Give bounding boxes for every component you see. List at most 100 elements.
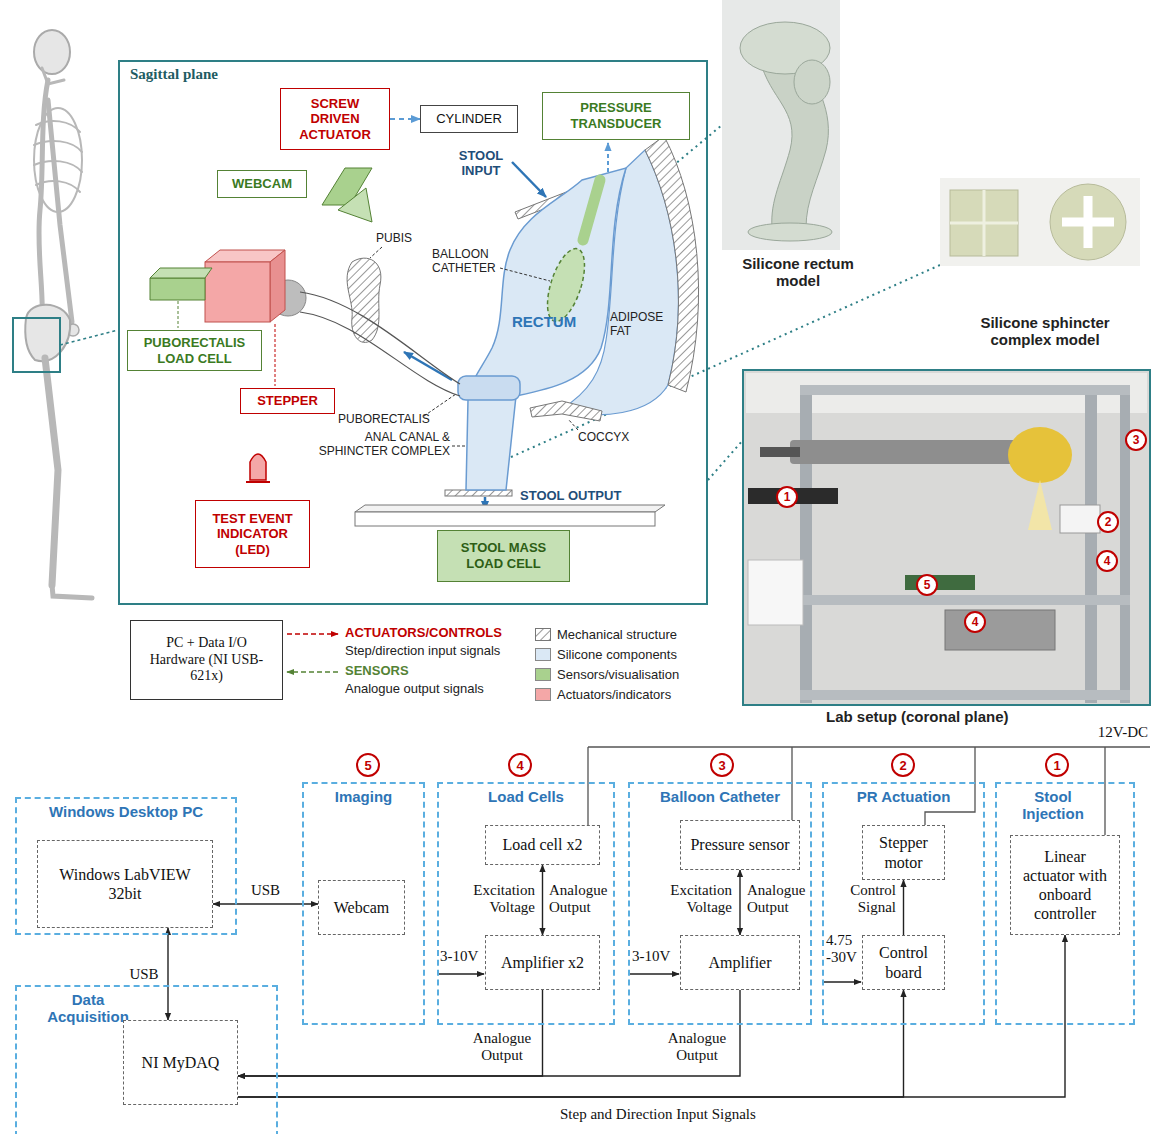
component-box: Linear actuator with onboard controller <box>1010 835 1120 935</box>
signal-label: 3-10V <box>632 948 670 965</box>
callout-circle <box>965 612 985 632</box>
signal-connector <box>238 935 1065 1097</box>
sensor-box: WEBCAM <box>217 170 307 198</box>
supply-arrow <box>630 973 679 974</box>
subsystem-group: Stool InjectionLinear actuator with onbo… <box>995 782 1135 1025</box>
callout-circle <box>892 754 914 776</box>
rectum-model-photo <box>722 0 840 250</box>
group-title: Stool Injection <box>1009 784 1097 822</box>
signal-label: Excitation Voltage <box>440 882 535 916</box>
lab-photo <box>743 370 1150 705</box>
sensor-box: STOOL MASS LOAD CELL <box>437 530 570 582</box>
component-box: NI MyDAQ <box>123 1020 238 1105</box>
box-label: TEST EVENT INDICATOR (LED) <box>208 511 297 558</box>
leader-line <box>424 394 456 416</box>
box-label: Pressure sensor <box>690 835 789 854</box>
box-label: Windows LabVIEW 32bit <box>44 865 206 903</box>
led-icon <box>250 454 266 480</box>
signal-label: Excitation Voltage <box>632 882 732 916</box>
anatomy-label: COCCYX <box>578 430 629 444</box>
rectum <box>458 376 520 400</box>
box-label: CYLINDER <box>436 111 502 127</box>
subsystem-group: Data AcquisitionNI MyDAQ <box>15 985 278 1134</box>
led-icon <box>246 454 270 482</box>
callout-number: 1 <box>784 490 791 504</box>
lab-photo <box>790 440 1040 464</box>
sphincter-model-photo <box>950 190 1018 256</box>
mechanical-wall <box>530 401 602 421</box>
zoom-box <box>13 318 60 372</box>
mechanical-wall <box>445 490 512 496</box>
legend-swatch <box>535 668 551 681</box>
webcam-icon <box>338 188 372 222</box>
component-box: Amplifier <box>680 935 800 990</box>
edge-label: USB <box>129 966 158 983</box>
lab-photo <box>905 575 975 590</box>
group-title: PR Actuation <box>824 784 983 805</box>
photo-caption: Lab setup (coronal plane) <box>826 708 1009 725</box>
rectum-model-photo <box>722 0 840 250</box>
balloon-catheter <box>607 143 609 172</box>
legend-text: Silicone components <box>557 647 677 662</box>
anatomy-label: BALLOON CATHETER <box>432 247 512 275</box>
signal-arrow <box>287 671 338 673</box>
flow-arrow <box>404 352 452 380</box>
leader-line <box>500 268 550 281</box>
mechanical-wall <box>347 258 381 342</box>
lab-photo <box>1008 427 1072 483</box>
callout-circle <box>1098 512 1118 532</box>
flow-label: STOOL OUTPUT <box>520 488 621 503</box>
actuator-box: SCREW DRIVEN ACTUATOR <box>280 88 390 150</box>
lab-photo <box>945 610 1055 650</box>
callout-circle <box>777 487 797 507</box>
signal-note: Analogue output signals <box>345 681 484 696</box>
sphincter-model-photo <box>950 190 1018 256</box>
box-label: Amplifier x2 <box>501 953 584 972</box>
group-title: Balloon Catheter <box>630 784 810 805</box>
stepper-assembly <box>300 292 460 396</box>
signal-label: Analogue Output <box>468 1030 536 1064</box>
skeleton <box>25 30 92 598</box>
callout-circle <box>357 430 1146 776</box>
signal-label: Analogue Output <box>747 882 809 916</box>
signal-connector <box>542 865 543 935</box>
subsystem-group: Load CellsLoad cell x2Amplifier x2 <box>437 782 615 1025</box>
callout-number: 5 <box>924 578 931 592</box>
zoom-connector <box>708 440 743 480</box>
callout-number: 3 <box>718 758 725 773</box>
callout-number: 4 <box>1104 554 1111 568</box>
legend-swatch <box>536 628 551 640</box>
lab-photo <box>748 560 803 625</box>
signal-key: ACTUATORS/CONTROLS <box>345 625 502 640</box>
group-title: Imaging <box>304 784 423 805</box>
subsystem-group: PR ActuationStepper motorControl board <box>822 782 985 1025</box>
component-box: CYLINDER <box>420 105 518 133</box>
signal-connector <box>238 990 904 1097</box>
mechanical-wall <box>645 136 699 392</box>
box-label: PUBORECTALIS LOAD CELL <box>136 335 253 366</box>
sensor-box: PUBORECTALIS LOAD CELL <box>127 330 262 371</box>
signal-connector <box>238 990 740 1076</box>
sphincter-model-photo <box>1050 184 1126 260</box>
group-title: Windows Desktop PC <box>17 799 235 820</box>
actuator-box: STEPPER <box>240 388 335 414</box>
legend-row: Actuators/indicators <box>535 684 679 704</box>
legend-text: Mechanical structure <box>557 627 677 642</box>
sphincter-model-photo <box>940 178 1140 266</box>
supply-arrow <box>439 973 484 974</box>
legend-row: Sensors/visualisation <box>535 664 679 684</box>
edge-label: USB <box>251 882 280 899</box>
callout-circle <box>509 754 531 776</box>
supply-arrow <box>824 981 861 982</box>
signal-key: SENSORS <box>345 663 409 678</box>
rectum <box>458 168 626 490</box>
subsystem-group: ImagingWebcam <box>302 782 425 1025</box>
callout-circle <box>917 575 937 595</box>
legend-swatch <box>535 648 551 661</box>
balloon-catheter <box>540 244 592 326</box>
callout-circle <box>1126 430 1146 450</box>
box-label: Webcam <box>334 898 390 917</box>
zoom-box <box>13 318 118 372</box>
group-title: Load Cells <box>439 784 613 805</box>
lab-photo <box>800 690 1130 700</box>
